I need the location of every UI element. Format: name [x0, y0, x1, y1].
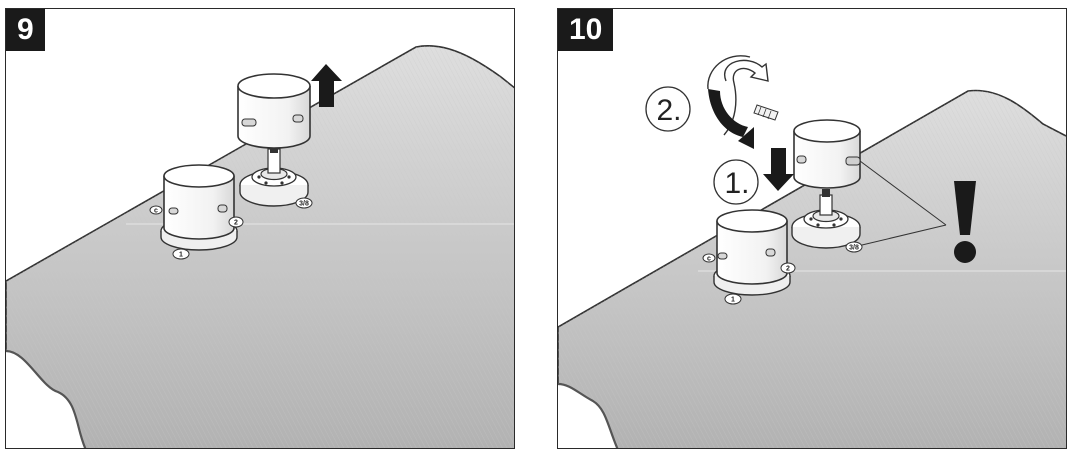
- base-tag: 3/8: [845, 241, 863, 253]
- installed-knob: [160, 164, 238, 251]
- valve-base: [239, 145, 309, 207]
- warning-leaders: [859, 160, 947, 246]
- knob-tag-small: c: [702, 253, 716, 263]
- press-arrow: [763, 148, 794, 191]
- lift-arrow: [311, 64, 342, 107]
- placing-knob: [793, 119, 861, 189]
- knob-tag-2: 2: [228, 216, 244, 228]
- installed-knob: [713, 209, 791, 296]
- knob-tag-2: 2: [780, 262, 796, 274]
- rotate-arrow: [707, 55, 769, 149]
- lifted-knob: [237, 73, 311, 149]
- knob-tag-1: 1: [172, 248, 190, 260]
- knob-tag-small: c: [149, 205, 163, 215]
- svg-text:1: 1: [179, 252, 183, 259]
- base-tag: 3/8: [295, 197, 313, 209]
- callout-2: 2.: [645, 86, 691, 132]
- callout-1: 1.: [713, 159, 759, 205]
- svg-text:3/8: 3/8: [299, 201, 309, 208]
- step-9-panel: 9: [5, 8, 515, 449]
- valve-base: [791, 189, 861, 249]
- svg-text:2.: 2.: [656, 94, 681, 127]
- step-10-illustration: 3/8 2.: [558, 55, 1066, 448]
- svg-text:2: 2: [234, 220, 238, 227]
- step-10-panel: 10: [557, 8, 1067, 449]
- svg-text:1: 1: [731, 297, 735, 304]
- countertop: [6, 45, 514, 448]
- knob-tag-1: 1: [724, 293, 742, 305]
- step-10-number: 10: [558, 9, 614, 51]
- step-9-illustration: 3/8 c 2: [6, 45, 514, 448]
- svg-text:c: c: [707, 256, 711, 263]
- svg-text:1.: 1.: [724, 167, 749, 200]
- set-screw: [753, 104, 779, 121]
- svg-text:c: c: [154, 208, 158, 215]
- svg-text:2: 2: [786, 266, 790, 273]
- step-9-number: 9: [6, 9, 45, 51]
- svg-text:3/8: 3/8: [849, 245, 859, 252]
- warning-mark: !: [954, 181, 976, 263]
- countertop: [558, 89, 1066, 448]
